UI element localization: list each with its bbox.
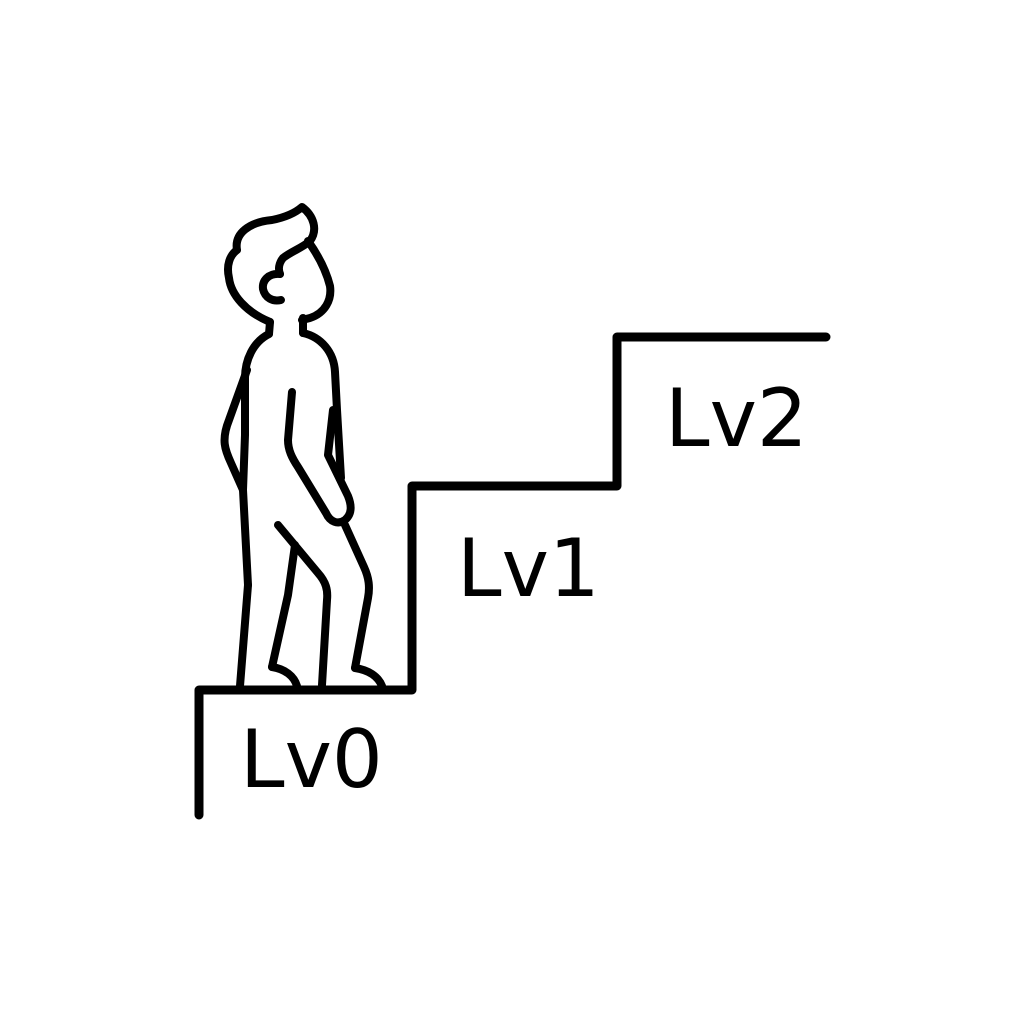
front-arm [284,388,355,527]
front-leg [274,521,332,689]
back [299,329,345,482]
hair [224,203,319,326]
level-label-lv1: Lv1 [457,522,600,615]
staircase-outline [194,332,831,820]
rear-arm [220,366,251,494]
rear-leg-inner [268,541,299,671]
rear-foot [268,663,301,690]
level-label-lv2: Lv2 [665,372,808,465]
rear-leg [236,581,252,690]
ear [258,269,285,305]
torso [239,330,273,589]
person-climbing-stairs-icon [220,203,386,690]
front-leg-back [341,521,373,672]
front-foot [351,664,386,690]
face [298,237,335,324]
level-label-lv0: Lv0 [240,713,383,806]
